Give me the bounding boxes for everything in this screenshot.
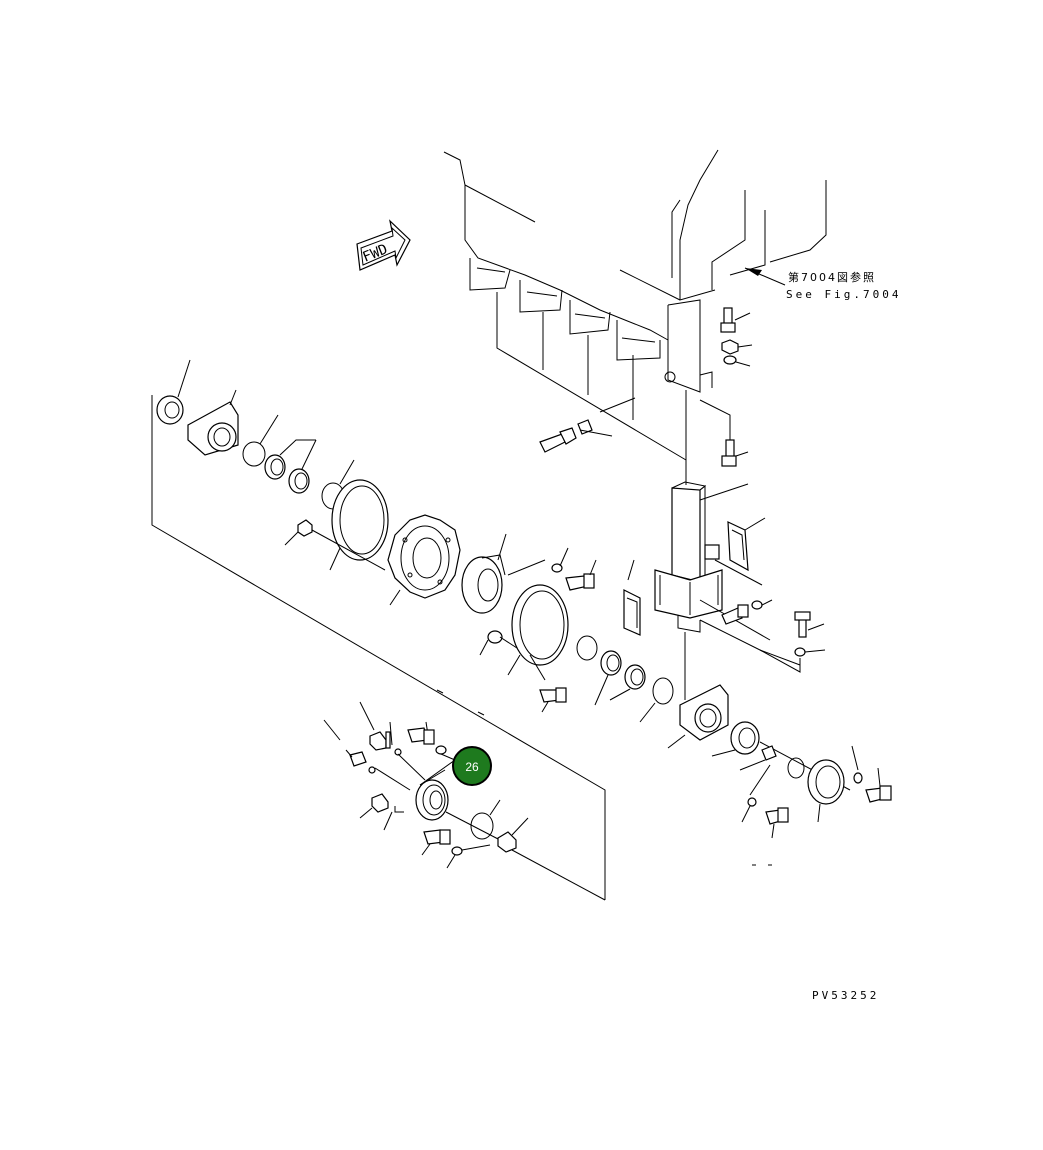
bolt-mid-left — [539, 419, 613, 453]
callout-26[interactable]: 26 — [452, 746, 492, 786]
drawing-code: PV53252 — [812, 989, 879, 1002]
wheel-icon — [415, 769, 449, 821]
bolt-group-post — [721, 599, 826, 673]
post-assembly — [623, 481, 801, 700]
shaft-assembly-lower — [323, 689, 606, 901]
bolt-group-top-right — [720, 307, 753, 467]
frame-housing — [443, 149, 827, 393]
fwd-arrow-icon: FWD — [356, 219, 411, 271]
callout-26-label: 26 — [465, 760, 479, 774]
leader-lines — [496, 267, 786, 485]
sprocket-icon — [387, 514, 461, 606]
shaft-assembly-upper — [151, 359, 892, 900]
reference-jp: 第7004図参照 — [788, 270, 876, 284]
reference-en: See Fig.7004 — [786, 288, 901, 301]
